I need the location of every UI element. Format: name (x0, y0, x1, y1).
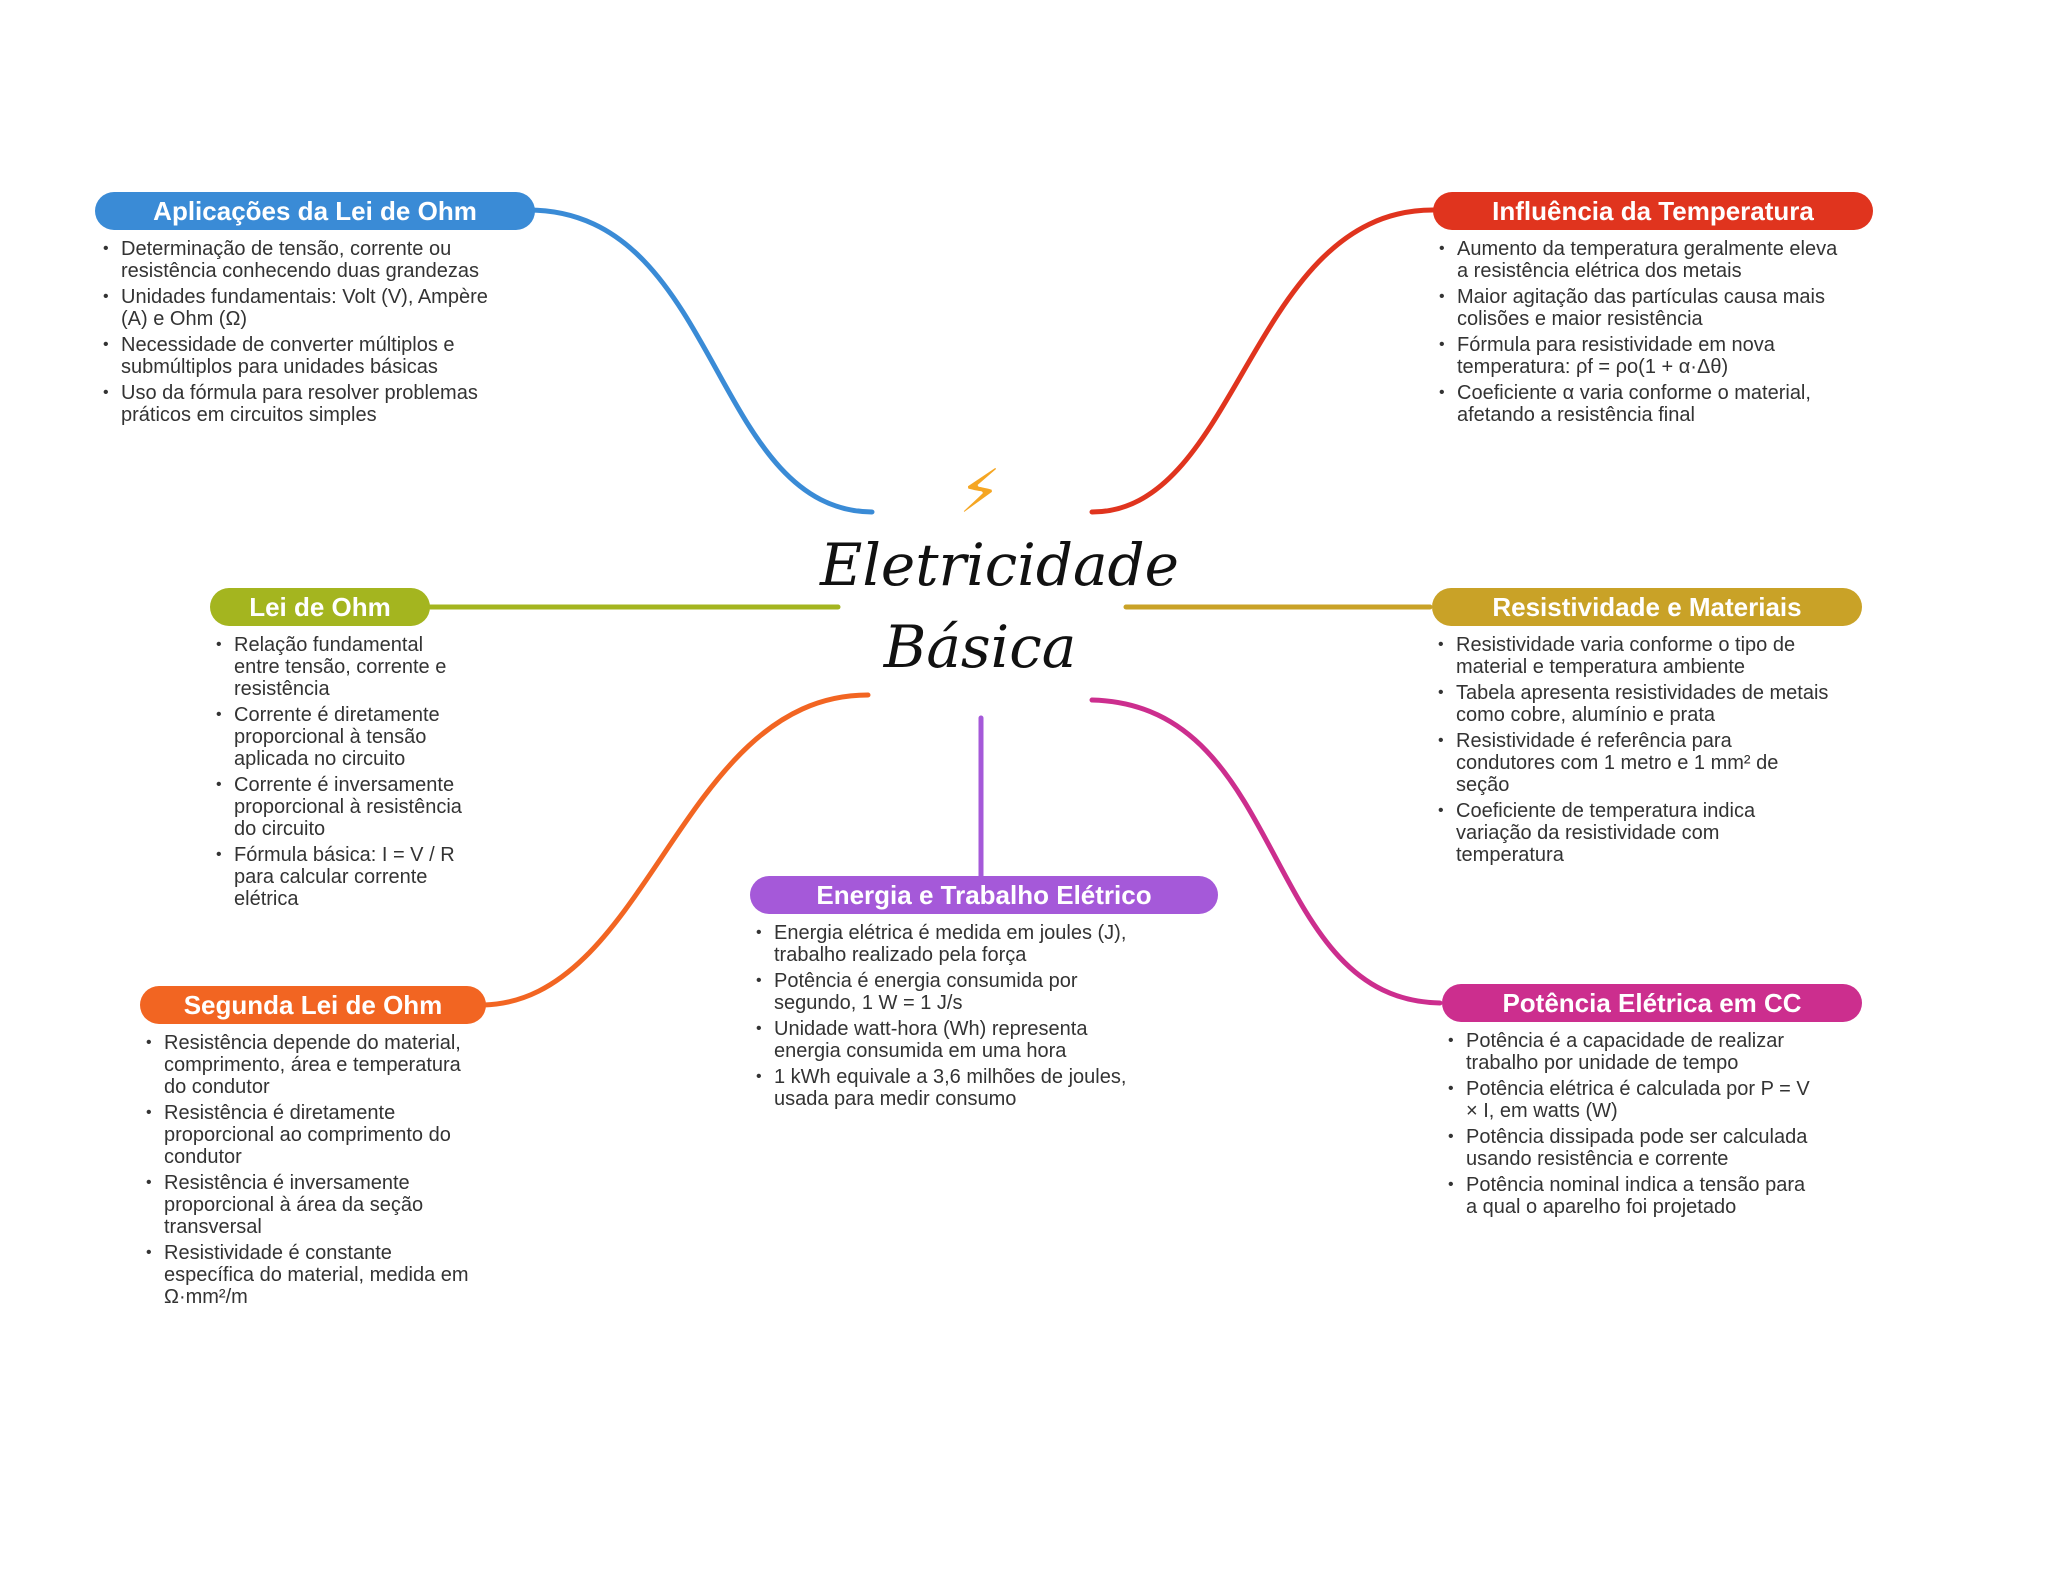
list-item: Resistividade é constante específica do … (140, 1242, 480, 1308)
list-item: Determinação de tensão, corrente ou resi… (97, 238, 497, 282)
branch-list-potencia: Potência é a capacidade de realizar trab… (1442, 1030, 1812, 1218)
branch-lei-ohm: Lei de Ohm Relação fundamental entre ten… (210, 588, 462, 914)
list-item: Resistência é inversamente proporcional … (140, 1172, 480, 1238)
list-item: Energia elétrica é medida em joules (J),… (750, 922, 1150, 966)
branch-title-aplicacoes[interactable]: Aplicações da Lei de Ohm (95, 192, 535, 230)
list-item: Resistividade é referência para condutor… (1432, 730, 1832, 796)
list-item: Coeficiente α varia conforme o material,… (1433, 382, 1853, 426)
list-item: Potência elétrica é calculada por P = V … (1442, 1078, 1812, 1122)
branch-list-aplicacoes: Determinação de tensão, corrente ou resi… (97, 238, 497, 426)
branch-potencia: Potência Elétrica em CC Potência é a cap… (1442, 984, 1862, 1222)
list-item: Relação fundamental entre tensão, corren… (210, 634, 470, 700)
branch-segunda-lei: Segunda Lei de Ohm Resistência depende d… (140, 986, 486, 1312)
list-item: Potência dissipada pode ser calculada us… (1442, 1126, 1812, 1170)
list-item: Resistência depende do material, comprim… (140, 1032, 480, 1098)
list-item: Uso da fórmula para resolver problemas p… (97, 382, 497, 426)
list-item: Corrente é diretamente proporcional à te… (210, 704, 470, 770)
list-item: Aumento da temperatura geralmente eleva … (1433, 238, 1853, 282)
branch-list-energia: Energia elétrica é medida em joules (J),… (750, 922, 1150, 1110)
connector-influencia (1089, 207, 1436, 515)
list-item: Coeficiente de temperatura indica variaç… (1432, 800, 1832, 866)
branch-energia: Energia e Trabalho Elétrico Energia elét… (750, 876, 1218, 1114)
branch-aplicacoes: Aplicações da Lei de Ohm Determinação de… (95, 192, 535, 430)
list-item: Tabela apresenta resistividades de metai… (1432, 682, 1832, 726)
list-item: Resistência é diretamente proporcional a… (140, 1102, 480, 1168)
connector-potencia (1089, 697, 1443, 1006)
branch-list-resistividade: Resistividade varia conforme o tipo de m… (1432, 634, 1832, 866)
connector-segunda-lei (481, 692, 871, 1008)
branch-title-segunda-lei[interactable]: Segunda Lei de Ohm (140, 986, 486, 1024)
list-item: Corrente é inversamente proporcional à r… (210, 774, 470, 840)
central-topic: ⚡ Eletricidade Básica (820, 458, 1179, 690)
branch-list-lei-ohm: Relação fundamental entre tensão, corren… (210, 634, 470, 910)
list-item: Resistividade varia conforme o tipo de m… (1432, 634, 1832, 678)
connector-aplicacoes (525, 207, 875, 515)
branch-title-lei-ohm[interactable]: Lei de Ohm (210, 588, 430, 626)
list-item: 1 kWh equivale a 3,6 milhões de joules, … (750, 1066, 1150, 1110)
central-title-line-1: Eletricidade (820, 531, 1179, 599)
list-item: Potência é energia consumida por segundo… (750, 970, 1150, 1014)
list-item: Unidades fundamentais: Volt (V), Ampère … (97, 286, 497, 330)
list-item: Fórmula para resistividade em nova tempe… (1433, 334, 1853, 378)
branch-list-influencia: Aumento da temperatura geralmente eleva … (1433, 238, 1853, 426)
branch-resistividade: Resistividade e Materiais Resistividade … (1432, 588, 1862, 870)
branch-influencia: Influência da Temperatura Aumento da tem… (1433, 192, 1873, 430)
list-item: Necessidade de converter múltiplos e sub… (97, 334, 497, 378)
lightning-bolt-icon: ⚡ (958, 458, 1002, 525)
branch-list-segunda-lei: Resistência depende do material, comprim… (140, 1032, 480, 1308)
branch-title-energia[interactable]: Energia e Trabalho Elétrico (750, 876, 1218, 914)
central-title-line-2: Básica (883, 613, 1077, 681)
list-item: Unidade watt-hora (Wh) representa energi… (750, 1018, 1150, 1062)
list-item: Fórmula básica: I = V / R para calcular … (210, 844, 470, 910)
list-item: Potência é a capacidade de realizar trab… (1442, 1030, 1812, 1074)
list-item: Potência nominal indica a tensão para a … (1442, 1174, 1812, 1218)
branch-title-resistividade[interactable]: Resistividade e Materiais (1432, 588, 1862, 626)
branch-title-influencia[interactable]: Influência da Temperatura (1433, 192, 1873, 230)
list-item: Maior agitação das partículas causa mais… (1433, 286, 1853, 330)
branch-title-potencia[interactable]: Potência Elétrica em CC (1442, 984, 1862, 1022)
